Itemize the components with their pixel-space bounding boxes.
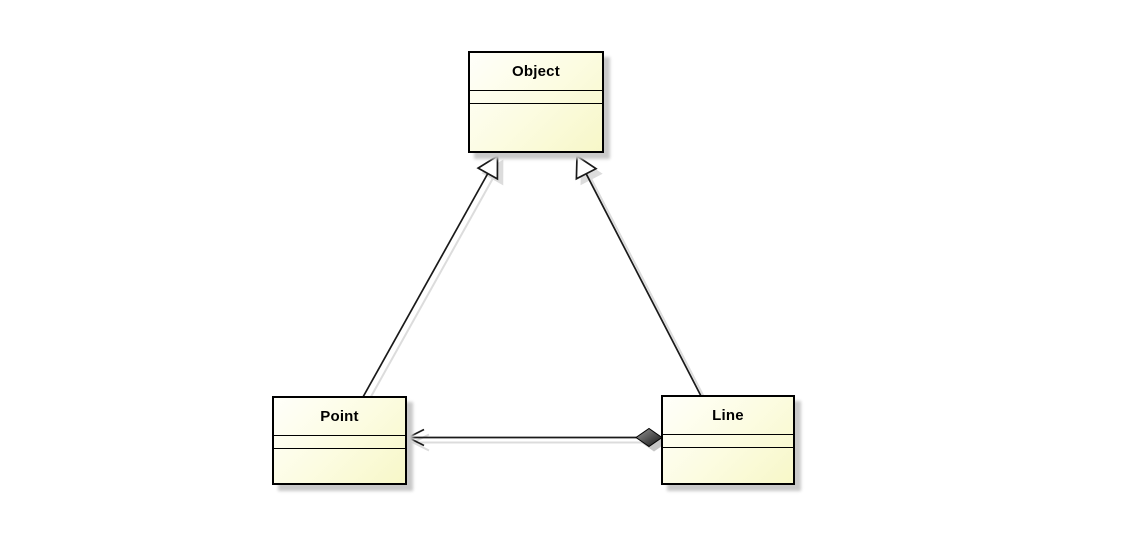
class-line-name: Line xyxy=(712,407,744,424)
class-point-operations-compartment xyxy=(274,449,405,483)
hollow-triangle-arrowhead xyxy=(575,154,598,181)
edge-generalization-line-object xyxy=(575,154,702,397)
class-line-attributes-compartment xyxy=(663,434,793,448)
class-object-name: Object xyxy=(512,63,560,80)
class-line-operations-compartment xyxy=(663,448,793,483)
class-point-name: Point xyxy=(320,408,359,425)
class-line: Line xyxy=(661,395,795,485)
class-point: Point xyxy=(272,396,407,485)
edge-composition-line-point xyxy=(406,427,663,448)
class-object: Object xyxy=(468,51,604,153)
composition-diamond xyxy=(635,427,663,448)
class-object-attributes-compartment xyxy=(470,90,602,104)
class-point-attributes-compartment xyxy=(274,435,405,449)
edge-generalization-point-object xyxy=(362,154,499,398)
hollow-triangle-arrowhead xyxy=(476,154,499,181)
class-object-operations-compartment xyxy=(470,104,602,151)
open-arrowhead xyxy=(406,428,425,447)
